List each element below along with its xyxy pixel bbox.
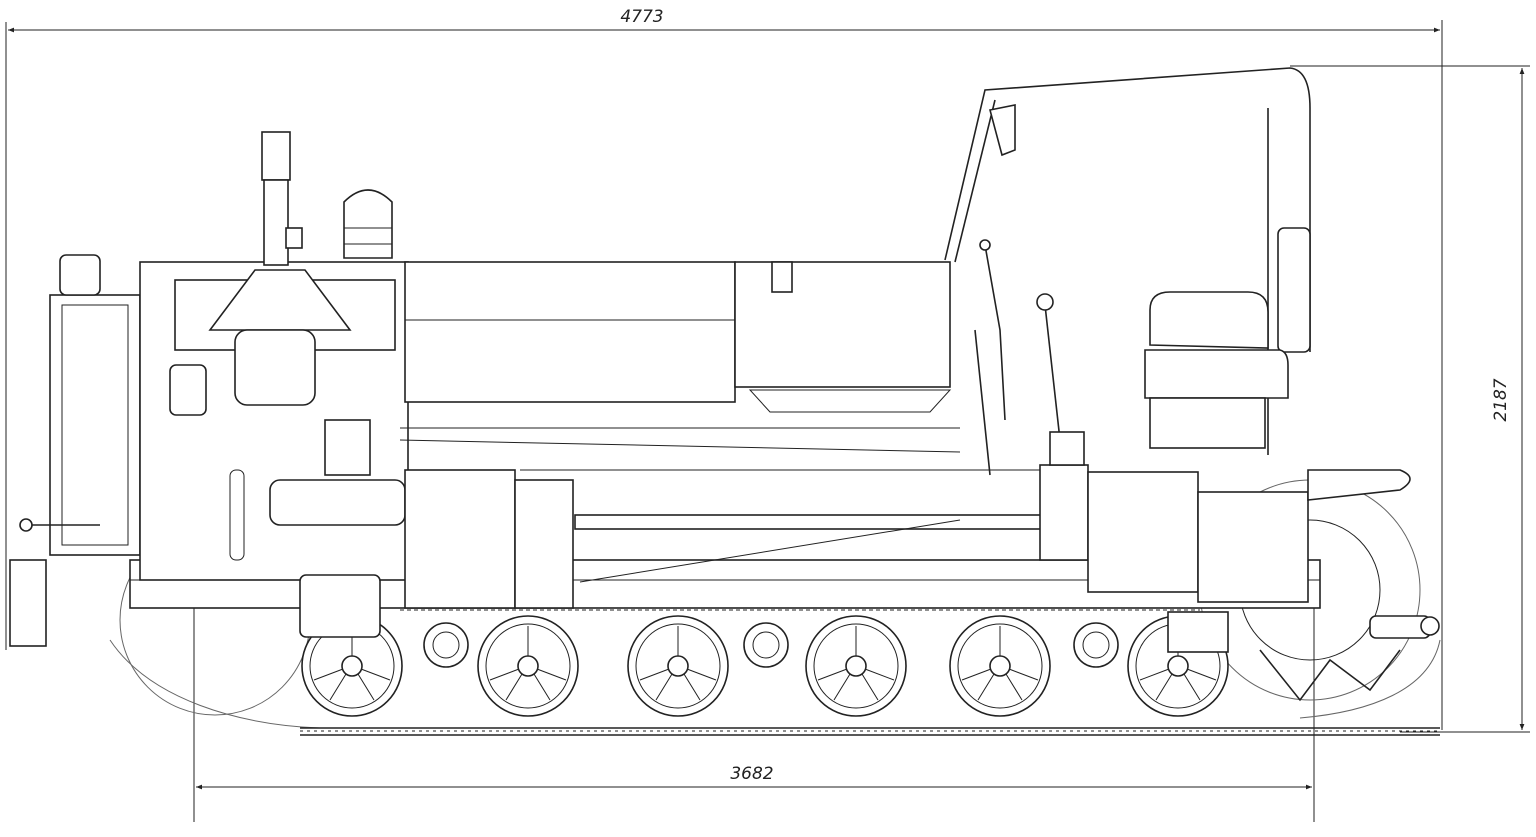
height-dimension-label: 2187 xyxy=(1491,378,1511,421)
height-dimension: 2187 xyxy=(1290,65,1530,733)
road-wheel xyxy=(805,615,907,717)
road-wheel xyxy=(627,615,729,717)
road-wheel xyxy=(949,615,1051,717)
rear-hitch xyxy=(1167,469,1440,653)
length-dimension-label: 4773 xyxy=(620,7,663,27)
air-cleaner xyxy=(343,189,393,259)
seat xyxy=(1144,291,1289,449)
control-levers xyxy=(974,239,1085,476)
track-base-dimension: 3682 xyxy=(193,560,1315,822)
cab-frame xyxy=(944,67,1311,455)
support-roller xyxy=(423,622,469,668)
support-roller xyxy=(743,622,789,668)
engine xyxy=(139,261,409,638)
road-wheels xyxy=(301,615,1229,717)
support-roller xyxy=(1073,622,1119,668)
track-base-dimension-label: 3682 xyxy=(730,764,773,784)
exhaust-stack xyxy=(261,131,303,266)
fuel-tank xyxy=(404,261,952,413)
road-wheel xyxy=(477,615,579,717)
radiator xyxy=(9,254,141,647)
transmission xyxy=(399,427,1309,609)
length-dimension: 4773 xyxy=(5,7,1443,730)
